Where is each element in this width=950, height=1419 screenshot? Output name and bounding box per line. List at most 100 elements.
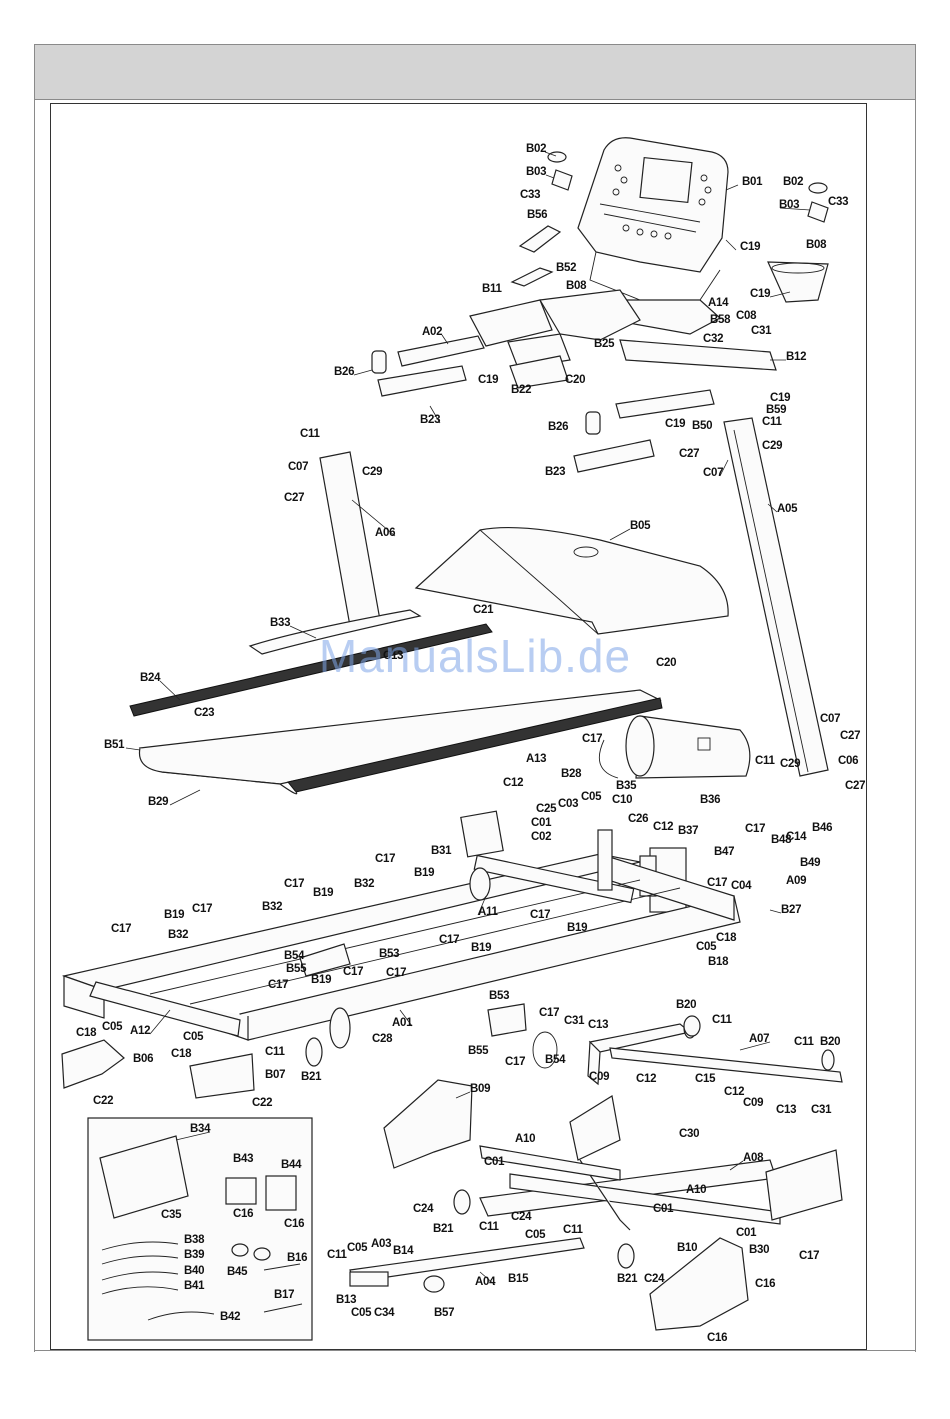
part-label: B36 bbox=[700, 794, 720, 806]
part-label: C14 bbox=[786, 831, 807, 843]
part-label: C16 bbox=[284, 1218, 304, 1230]
part-label: A03 bbox=[371, 1238, 391, 1250]
part-label: C24 bbox=[413, 1203, 434, 1215]
part-label: B09 bbox=[470, 1083, 490, 1095]
part-label: B33 bbox=[270, 617, 290, 629]
part-label: B23 bbox=[545, 466, 565, 478]
part-label: B02 bbox=[526, 143, 546, 155]
part-label: A08 bbox=[743, 1152, 764, 1164]
part-label: B52 bbox=[556, 262, 576, 274]
part-label: B37 bbox=[678, 825, 698, 837]
part-label: C17 bbox=[111, 923, 131, 935]
motor-hood bbox=[414, 526, 729, 635]
header-bar bbox=[34, 44, 916, 100]
part-label: C05 bbox=[696, 941, 717, 953]
part-label: C24 bbox=[644, 1273, 665, 1285]
part-label: C35 bbox=[161, 1209, 182, 1221]
leader-lines bbox=[125, 151, 811, 1286]
part-label: C25 bbox=[536, 803, 557, 815]
part-label: C11 bbox=[755, 755, 775, 767]
part-label: C04 bbox=[731, 880, 752, 892]
part-label: B21 bbox=[617, 1273, 638, 1285]
part-label: C02 bbox=[531, 831, 551, 843]
part-label: B42 bbox=[220, 1311, 240, 1323]
diagram-frame bbox=[50, 103, 867, 1350]
part-label: B39 bbox=[184, 1249, 204, 1261]
part-label: C27 bbox=[679, 448, 699, 460]
part-label: C23 bbox=[194, 707, 214, 719]
watermark-text: ManualsLib.de bbox=[319, 630, 631, 682]
part-label: B32 bbox=[262, 901, 282, 913]
part-label: B03 bbox=[779, 199, 799, 211]
part-label: A02 bbox=[422, 326, 442, 338]
part-label: B53 bbox=[489, 990, 509, 1002]
part-label: B27 bbox=[781, 904, 801, 916]
part-label: C13 bbox=[776, 1104, 796, 1116]
part-label: C27 bbox=[284, 492, 304, 504]
part-label: B50 bbox=[692, 420, 712, 432]
part-label: C18 bbox=[171, 1048, 192, 1060]
part-label: C11 bbox=[563, 1224, 583, 1236]
part-label: C07 bbox=[703, 467, 723, 479]
part-label: C17 bbox=[439, 934, 459, 946]
part-label: B31 bbox=[431, 845, 452, 857]
console-small-parts bbox=[510, 151, 829, 303]
part-label: C20 bbox=[565, 374, 585, 386]
part-label: C07 bbox=[820, 713, 840, 725]
frame-covers bbox=[61, 943, 558, 1099]
part-label: A01 bbox=[392, 1017, 413, 1029]
part-label: C31 bbox=[751, 325, 772, 337]
part-label: B03 bbox=[526, 166, 546, 178]
part-label: C27 bbox=[840, 730, 860, 742]
part-label: C17 bbox=[343, 966, 363, 978]
part-label: A09 bbox=[786, 875, 806, 887]
part-label: B24 bbox=[140, 672, 161, 684]
part-label: C11 bbox=[762, 416, 782, 428]
part-label: C05 bbox=[525, 1229, 546, 1241]
part-label: B55 bbox=[468, 1045, 489, 1057]
part-label: C11 bbox=[712, 1014, 732, 1026]
part-label: B55 bbox=[286, 963, 307, 975]
part-label: C12 bbox=[636, 1073, 656, 1085]
drive-motor bbox=[598, 715, 751, 779]
part-label: A06 bbox=[375, 527, 395, 539]
part-label: B02 bbox=[783, 176, 803, 188]
part-label: C11 bbox=[327, 1249, 347, 1261]
part-label: C05 bbox=[183, 1031, 204, 1043]
part-label: C10 bbox=[612, 794, 632, 806]
part-label: C12 bbox=[724, 1086, 744, 1098]
part-label: C16 bbox=[707, 1332, 727, 1344]
part-label: C30 bbox=[679, 1128, 699, 1140]
part-label: B11 bbox=[482, 283, 502, 295]
part-label: C09 bbox=[743, 1097, 763, 1109]
part-label: B06 bbox=[133, 1053, 153, 1065]
part-label: C15 bbox=[695, 1073, 716, 1085]
part-label: C17 bbox=[268, 979, 288, 991]
part-label: B10 bbox=[677, 1242, 697, 1254]
part-label: C27 bbox=[845, 780, 865, 792]
part-label: B26 bbox=[548, 421, 568, 433]
part-label: C21 bbox=[473, 604, 494, 616]
part-label: C29 bbox=[762, 440, 782, 452]
part-label: A14 bbox=[708, 297, 729, 309]
part-label: C13 bbox=[588, 1019, 608, 1031]
part-label: B59 bbox=[766, 404, 786, 416]
part-label: C01 bbox=[653, 1203, 674, 1215]
part-label: C17 bbox=[539, 1007, 559, 1019]
part-label: B44 bbox=[281, 1159, 302, 1171]
part-label: B57 bbox=[434, 1307, 454, 1319]
part-label: C31 bbox=[564, 1015, 585, 1027]
part-label: B19 bbox=[414, 867, 434, 879]
part-label: B54 bbox=[284, 950, 305, 962]
part-label: B32 bbox=[168, 929, 188, 941]
part-label: B07 bbox=[265, 1069, 285, 1081]
part-label: C31 bbox=[811, 1104, 832, 1116]
base-frame-a08 bbox=[479, 1095, 843, 1231]
part-label: C17 bbox=[707, 877, 727, 889]
part-label: B23 bbox=[420, 414, 440, 426]
part-label: B19 bbox=[164, 909, 184, 921]
part-label: A10 bbox=[686, 1184, 706, 1196]
part-label: C17 bbox=[284, 878, 304, 890]
